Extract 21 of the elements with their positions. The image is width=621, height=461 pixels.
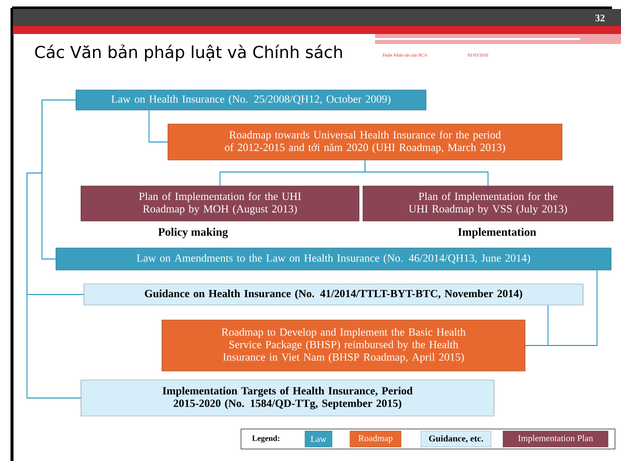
connector-line bbox=[364, 160, 488, 186]
process-box: Guidance on Health Insurance (No. 41/2014/TTLT-BYT-BTC, November 2014) bbox=[84, 284, 584, 306]
legend-label: Implementation Plan bbox=[518, 434, 593, 444]
slide-title: Các Văn bản pháp luật và Chính sách bbox=[35, 44, 342, 62]
process-box: Roadmap towards Universal Health Insurance for the period of 2012-2015 and tới năm 2020 (UHI Roadmap, March 2013) bbox=[168, 124, 562, 160]
column-heading: Implementation bbox=[458, 228, 536, 238]
legend-label: Roadmap bbox=[358, 434, 392, 444]
connector-line bbox=[148, 110, 168, 142]
connector-line bbox=[26, 100, 82, 398]
process-box: Plan of Implementation for the UHI Roadmap by MOH (August 2013) bbox=[80, 186, 360, 222]
process-box: Implementation Targets of Health Insurance, Period 2015-2020 (No. 1584/QD-TTg, September 2015) bbox=[80, 380, 494, 416]
legend-heading: Legend: bbox=[252, 435, 280, 443]
legend-label: Guidance, etc. bbox=[429, 435, 483, 443]
process-box: Law on Amendments to the Law on Health Insurance (No. 46/2014/QH13, June 2014) bbox=[56, 248, 612, 270]
process-box: Law on Health Insurance (No. 25/2008/QH12, October 2009) bbox=[76, 90, 426, 110]
page-number: 32 bbox=[595, 14, 605, 22]
legend-label: Law bbox=[310, 436, 326, 442]
process-box: Plan of Implementation for the UHI Roadmap by VSS (July 2013) bbox=[362, 186, 614, 222]
column-heading: Policy making bbox=[158, 228, 228, 238]
connector-line bbox=[524, 304, 548, 346]
process-box: Roadmap to Develop and Implement the Basic Health Service Package (BHSP) reimbursed by the Health Insurance in Viet Nam (BHSP Roadmap, April 2015) bbox=[162, 320, 526, 372]
